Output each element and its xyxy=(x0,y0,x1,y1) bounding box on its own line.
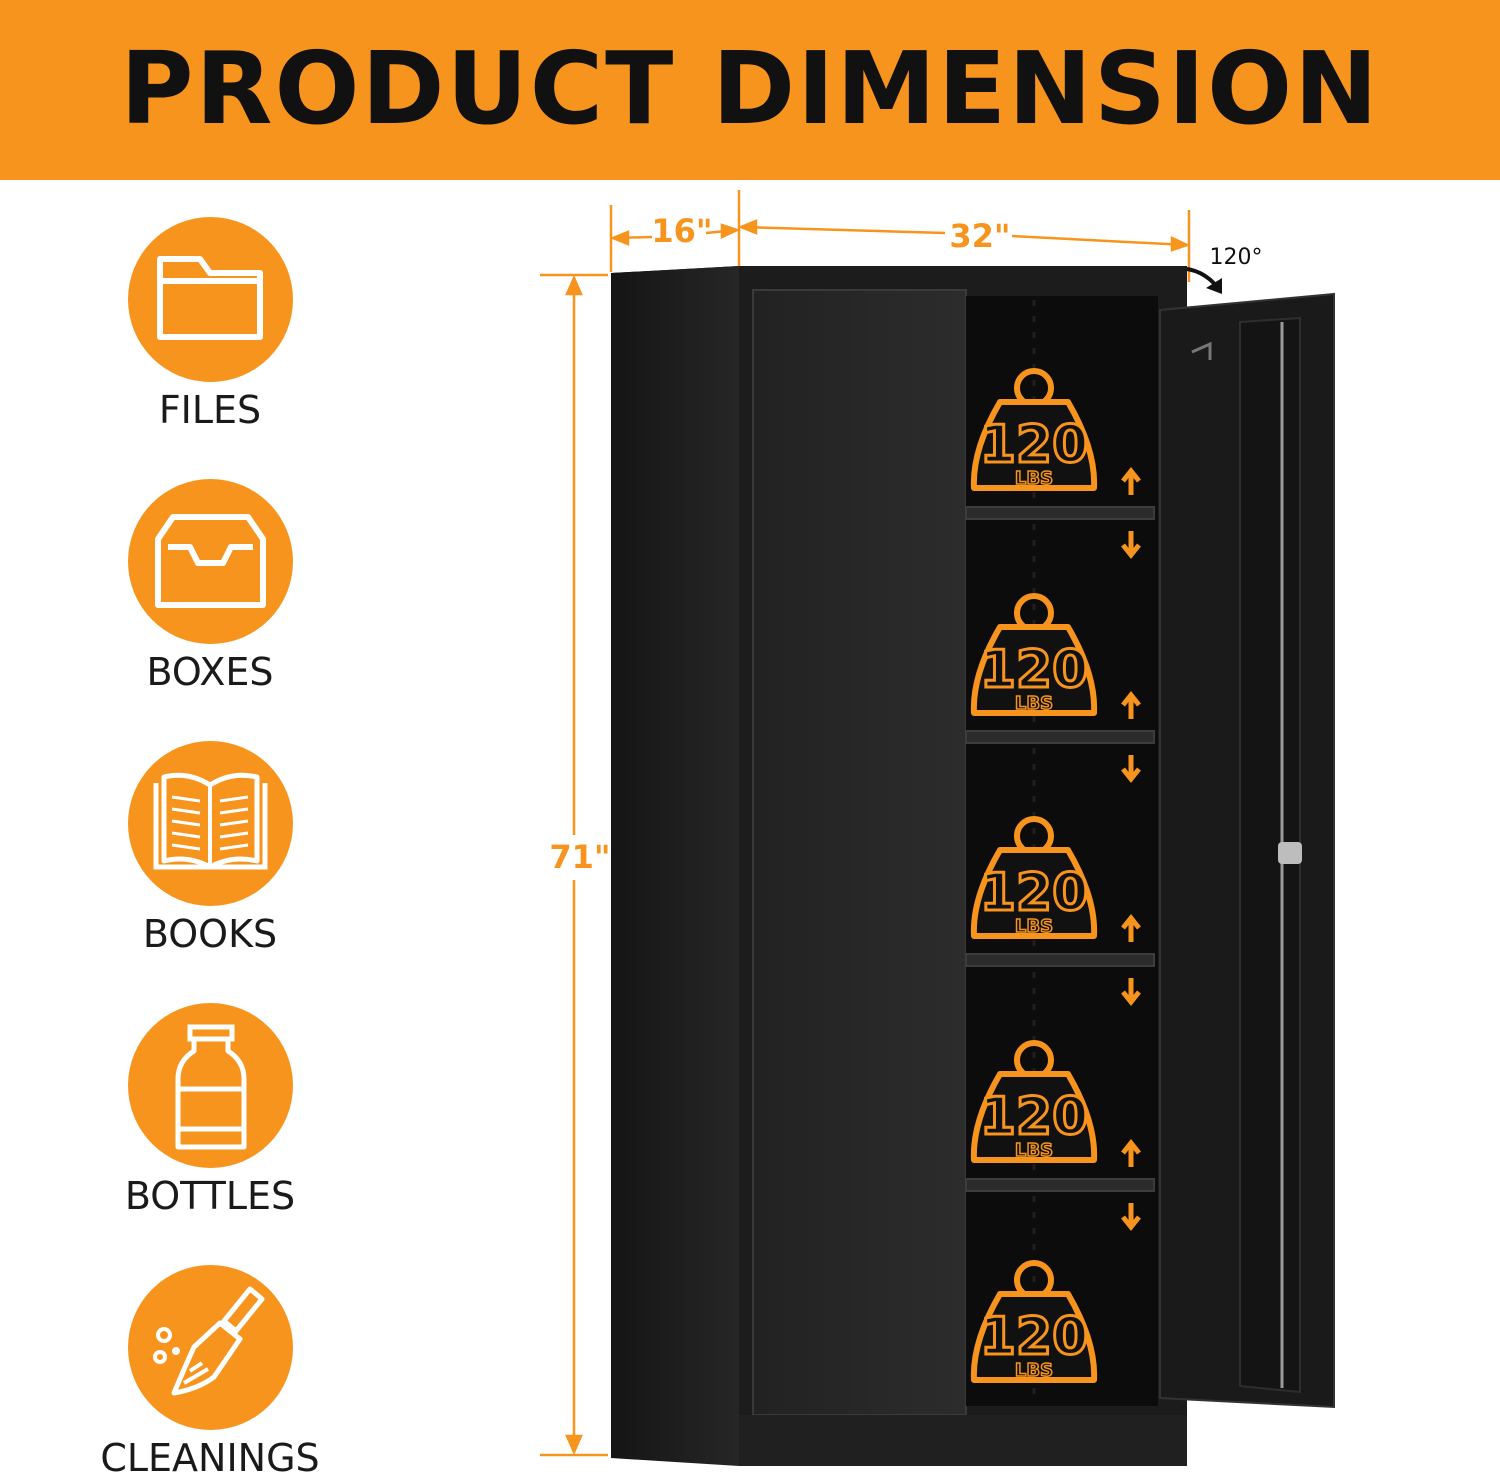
shelf-down-arrow-icon xyxy=(1121,755,1141,784)
broom-icon xyxy=(128,1265,293,1430)
category-label-bottles: BOTTLES xyxy=(124,1174,296,1218)
tray-icon xyxy=(128,479,293,644)
shelf-up-arrow-icon xyxy=(1121,690,1141,719)
height-label: 71" xyxy=(549,838,610,876)
open-book-icon xyxy=(128,741,293,906)
shelves xyxy=(965,506,1155,1192)
weight-unit: LBS xyxy=(1015,468,1053,489)
folder-icon xyxy=(128,217,293,382)
depth-label: 16" xyxy=(651,212,712,250)
dimension-lines xyxy=(540,190,1191,1457)
weight-value: 120 xyxy=(980,1087,1089,1147)
weight-value: 120 xyxy=(980,863,1089,923)
shelf-up-arrow-icon xyxy=(1121,1138,1141,1167)
weight-value: 120 xyxy=(980,640,1089,700)
weight-value: 120 xyxy=(980,1307,1089,1367)
weight-unit: LBS xyxy=(1015,1140,1053,1161)
weight-unit: LBS xyxy=(1015,916,1053,937)
category-label-cleanings: CLEANINGS xyxy=(100,1436,320,1480)
door-angle-label: 120° xyxy=(1210,245,1263,270)
category-label-files: FILES xyxy=(158,388,262,432)
weight-value: 120 xyxy=(980,415,1089,475)
shelf-down-arrow-icon xyxy=(1121,978,1141,1007)
weight-unit: LBS xyxy=(1015,693,1053,714)
category-label-books: BOOKS xyxy=(142,912,278,956)
weight-unit: LBS xyxy=(1015,1360,1053,1381)
left-door[interactable] xyxy=(752,289,967,1416)
width-label: 32" xyxy=(949,217,1010,255)
page-title: PRODUCT DIMENSION xyxy=(120,30,1380,147)
bottle-icon xyxy=(128,1003,293,1168)
door-handle[interactable] xyxy=(1278,842,1302,864)
shelf-down-arrow-icon xyxy=(1121,1203,1141,1232)
cabinet-side xyxy=(611,266,739,1466)
shelf-up-arrow-icon xyxy=(1121,913,1141,942)
shelf-up-arrow-icon xyxy=(1121,466,1141,495)
shelf-down-arrow-icon xyxy=(1121,531,1141,560)
category-label-boxes: BOXES xyxy=(146,650,274,694)
title-banner: PRODUCT DIMENSION xyxy=(0,0,1500,180)
